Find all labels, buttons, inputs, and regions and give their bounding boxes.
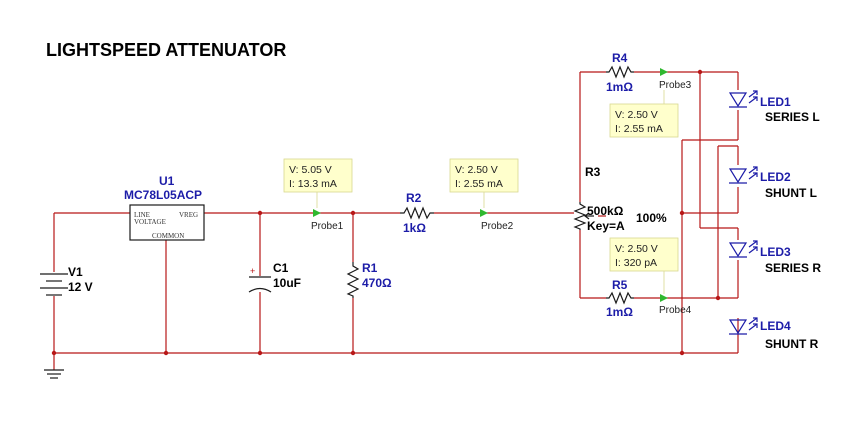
probe-1-current: I: 13.3 mA [289,178,337,190]
led-1[interactable] [728,90,758,108]
probe-4-arrow-icon [660,294,668,302]
r1-value: 470Ω [362,276,392,290]
battery-v1[interactable] [40,273,68,296]
resistor-r2[interactable] [400,206,434,220]
r4-ref: R4 [612,51,628,65]
resistor-r1[interactable] [346,262,360,298]
led-3-ref: LED3 [760,245,791,259]
r1-ref: R1 [362,261,378,275]
led-4-ref: LED4 [760,319,791,333]
resistor-r4[interactable] [606,65,634,79]
probe-4-current: I: 320 pA [615,257,657,269]
probe-1[interactable]: V: 5.05 V I: 13.3 mA Probe1 [283,158,353,232]
probe-3[interactable]: Probe3 V: 2.50 V I: 2.55 mA [609,68,692,138]
c1-ref: C1 [273,261,289,275]
probe-2-label: Probe2 [481,221,514,232]
probe-3-voltage: V: 2.50 V [615,109,658,121]
led-4-name: SHUNT R [765,337,819,351]
potentiometer-r3[interactable] [573,202,594,230]
led-4[interactable] [728,317,758,335]
led-1-ref: LED1 [760,95,791,109]
r3-ref: R3 [585,165,601,179]
r2-value: 1kΩ [403,221,426,235]
led-3-name: SERIES R [765,261,821,275]
regulator-u1[interactable]: LINE VOLTAGE VREG COMMON [129,204,205,241]
u1-ref: U1 [159,174,175,188]
r3-value: 500kΩ [587,204,624,218]
probe-4-voltage: V: 2.50 V [615,243,658,255]
led-1-name: SERIES L [765,110,820,124]
v1-ref: V1 [68,265,83,279]
svg-text:+: + [250,266,255,276]
probe-3-arrow-icon [660,68,668,76]
probe-4-label: Probe4 [659,305,692,316]
probe-1-label: Probe1 [311,221,344,232]
probe-1-voltage: V: 5.05 V [289,164,332,176]
led-2[interactable] [728,166,758,184]
r3-setting: 100% [636,211,667,225]
pin-voltage: VOLTAGE [134,218,166,226]
capacitor-c1[interactable]: + [248,266,272,293]
r4-value: 1mΩ [606,80,633,94]
r3-key: Key=A [587,219,625,233]
r5-value: 1mΩ [606,305,633,319]
pin-line: LINE [134,211,150,219]
led-3[interactable] [728,240,758,258]
v1-value: 12 V [68,280,93,294]
led-2-ref: LED2 [760,170,791,184]
c1-value: 10uF [273,276,301,290]
pin-common: COMMON [152,232,184,240]
u1-part: MC78L05ACP [124,188,202,202]
r5-ref: R5 [612,278,628,292]
probe-2-arrow-icon [480,209,488,217]
probe-2-voltage: V: 2.50 V [455,164,498,176]
r2-ref: R2 [406,191,422,205]
schematic-title: LIGHTSPEED ATTENUATOR [46,40,286,60]
ground-icon [44,369,64,379]
led-2-name: SHUNT L [765,186,817,200]
probe-1-arrow-icon [313,209,321,217]
probe-2-current: I: 2.55 mA [455,178,503,190]
probe-4[interactable]: V: 2.50 V I: 320 pA Probe4 [609,237,692,316]
junctions [51,69,721,356]
probe-3-label: Probe3 [659,80,692,91]
resistor-r5[interactable] [606,291,634,305]
pin-vreg: VREG [179,211,198,219]
probe-2[interactable]: V: 2.50 V I: 2.55 mA Probe2 [449,158,519,232]
probe-3-current: I: 2.55 mA [615,123,663,135]
